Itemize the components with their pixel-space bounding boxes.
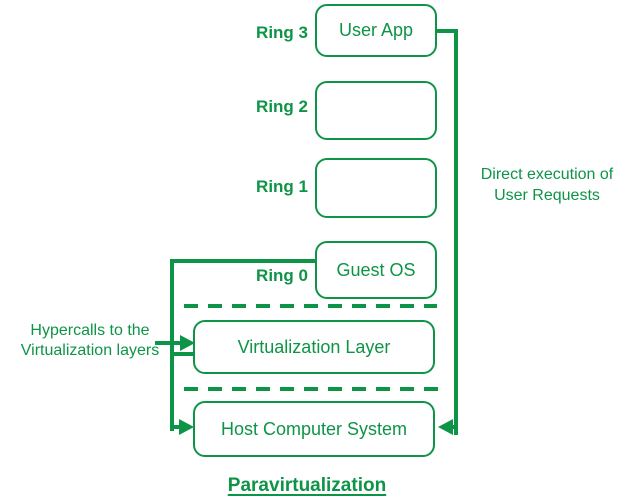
- user-app-box: User App: [315, 4, 437, 57]
- ring-3-label: Ring 3: [256, 23, 308, 42]
- dashed-separator-top: [184, 304, 437, 308]
- virtualization-layer-label: Virtualization Layer: [237, 336, 391, 357]
- ring-1-label: Ring 1: [256, 177, 308, 196]
- hypercalls-label-line2: Virtualization layers: [20, 342, 160, 359]
- virtualization-layer-box: Virtualization Layer: [193, 320, 435, 374]
- hypercalls-line-vertical: [170, 259, 174, 431]
- diagram-title: Paravirtualization: [227, 475, 387, 496]
- direct-execution-label: Direct execution of User Requests: [463, 164, 631, 206]
- hypercalls-label: Hypercalls to the Virtualization layers: [0, 321, 180, 361]
- hypercalls-branch-line: [172, 352, 193, 356]
- guest-os-box: Guest OS: [315, 241, 437, 299]
- hypercalls-line-top: [170, 259, 317, 263]
- dashed-separator-bottom: [184, 387, 440, 391]
- user-app-box-label: User App: [338, 20, 414, 40]
- host-computer-system-label: Host Computer System: [220, 418, 408, 439]
- arrowhead-left-icon: [438, 419, 453, 435]
- hypercalls-line-bottom: [172, 425, 182, 429]
- ring-1-box: [315, 158, 437, 218]
- host-computer-system-box: Host Computer System: [193, 401, 435, 457]
- direct-execution-label-line1: Direct execution of: [480, 166, 614, 183]
- direct-execution-line-top: [437, 29, 458, 33]
- arrowhead-right-icon: [180, 335, 195, 351]
- ring-2-label: Ring 2: [256, 97, 308, 116]
- guest-os-box-label: Guest OS: [336, 259, 416, 280]
- direct-execution-label-line2: User Requests: [494, 187, 600, 204]
- ring-2-box: [315, 81, 437, 140]
- direct-execution-line-vertical: [454, 29, 458, 435]
- hypercalls-label-line1: Hypercalls to the: [30, 322, 150, 339]
- direct-execution-line-bottom: [448, 425, 458, 429]
- hypercalls-label-arrow-shaft: [155, 341, 183, 345]
- arrowhead-right-icon: [179, 419, 194, 435]
- ring-0-label: Ring 0: [256, 266, 308, 285]
